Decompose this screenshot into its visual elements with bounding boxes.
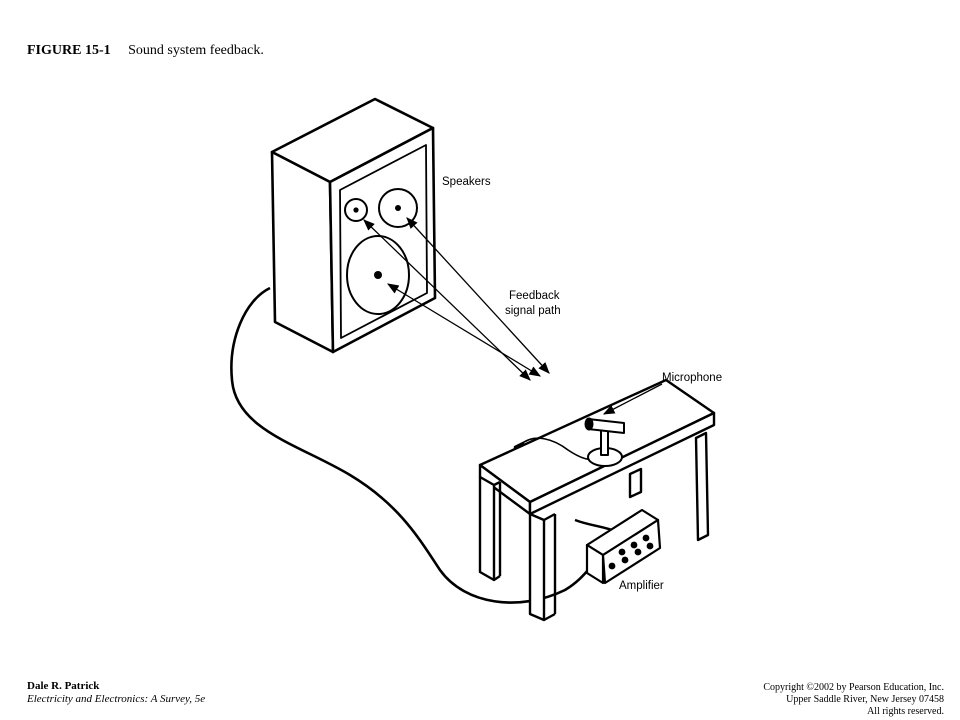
figure-title: Sound system feedback. (128, 43, 264, 58)
amplifier-knob (634, 548, 642, 556)
table-back-leg-right (628, 467, 643, 499)
amplifier-knob (646, 542, 654, 550)
microphone-head (584, 417, 594, 431)
table-apron-front (528, 411, 716, 516)
figure-caption: FIGURE 15-1 Sound system feedback. (27, 43, 264, 59)
copyright-line-1: Copyright ©2002 by Pearson Education, In… (763, 682, 944, 693)
amplifier-knob (621, 556, 629, 564)
label-microphone: Microphone (662, 372, 722, 384)
footer-copyright-block: Copyright ©2002 by Pearson Education, In… (763, 682, 944, 718)
footer-author: Dale R. Patrick (27, 680, 100, 692)
amplifier-knob (642, 534, 650, 542)
amplifier-front (585, 543, 605, 585)
table (478, 378, 716, 622)
tweeter-center (353, 207, 359, 213)
copyright-line-2: Upper Saddle River, New Jersey 07458 (786, 694, 944, 705)
amplifier-knobs (608, 534, 654, 570)
amplifier-cable (574, 518, 613, 532)
copyright-line-3: All rights reserved. (867, 706, 944, 717)
amplifier-knob (618, 548, 626, 556)
footer-author-block: Dale R. Patrick Electricity and Electron… (27, 680, 205, 706)
table-leg-front-left (478, 475, 496, 582)
label-feedback-line2: signal path (505, 305, 561, 317)
label-feedback-line1: Feedback (509, 290, 560, 302)
table-leg-right (694, 431, 710, 542)
amplifier-knob (630, 541, 638, 549)
table-leg-front (528, 512, 546, 622)
midrange-center (395, 205, 401, 211)
cabinet-side (270, 150, 335, 354)
speaker-cabinet (270, 97, 437, 354)
feedback-path-woofer (386, 283, 542, 377)
label-amplifier: Amplifier (619, 580, 664, 592)
footer-book-title: Electricity and Electronics: A Survey, 5… (27, 693, 206, 705)
figure-number: FIGURE 15-1 (27, 43, 111, 58)
microphone (584, 417, 625, 467)
label-speakers: Speakers (442, 176, 491, 188)
microphone-pointer (602, 383, 663, 415)
speaker-cable (230, 286, 601, 604)
amplifier-knob (608, 562, 616, 570)
feedback-paths (363, 217, 550, 381)
woofer-center (374, 271, 382, 279)
